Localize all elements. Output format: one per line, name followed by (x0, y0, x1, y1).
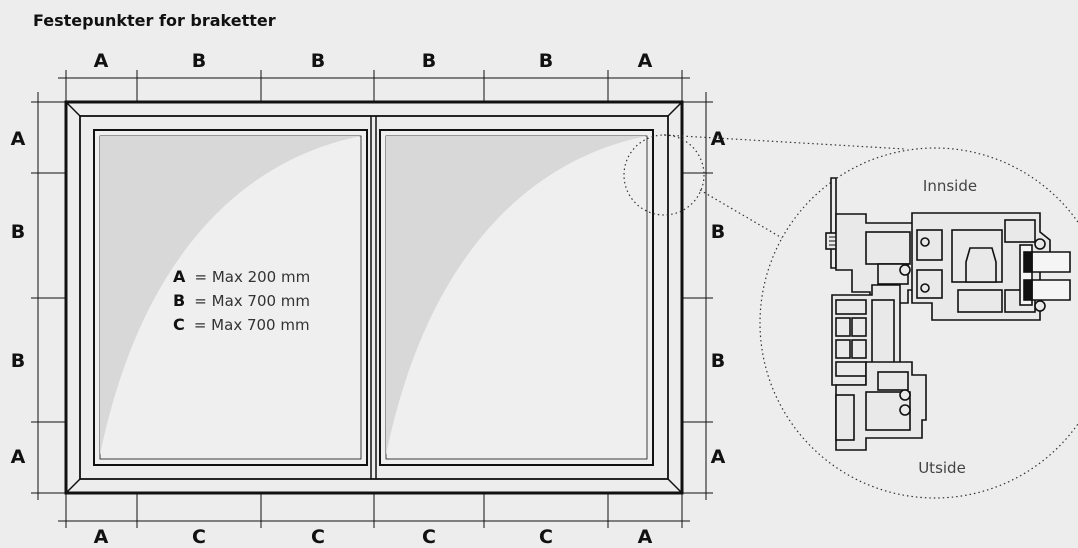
detail-callout (623, 134, 1078, 499)
legend-text-c: = Max 700 mm (194, 316, 310, 334)
legend-item-a: A = Max 200 mm (173, 267, 310, 286)
dim-label-bottom-1: A (94, 526, 109, 548)
dim-label-top-2: B (192, 50, 206, 72)
left-sash (93, 129, 368, 466)
dim-label-bottom-3: C (311, 526, 325, 548)
glass-reflection-left (100, 136, 361, 455)
dim-label-right-2: B (711, 221, 725, 243)
dim-label-left-2: B (11, 221, 25, 243)
dimension-labels-top: A B B B B A (94, 50, 653, 72)
detail-magnifier-circle (759, 147, 1078, 499)
dim-label-left-4: A (11, 446, 26, 468)
dim-label-right-1: A (711, 128, 726, 150)
legend-item-c: C = Max 700 mm (173, 315, 310, 334)
dim-label-left-3: B (11, 350, 25, 372)
legend-text-a: = Max 200 mm (194, 268, 310, 286)
legend: A = Max 200 mm B = Max 700 mm C = Max 70… (173, 267, 310, 334)
dim-label-bottom-2: C (192, 526, 206, 548)
dim-label-top-5: B (539, 50, 553, 72)
dim-label-top-4: B (422, 50, 436, 72)
dim-label-bottom-4: C (422, 526, 436, 548)
legend-key-c: C (173, 315, 185, 334)
right-sash (379, 129, 654, 466)
dimension-labels-right: A B B A (711, 128, 726, 468)
glass-reflection-right (386, 136, 647, 455)
dim-label-bottom-5: C (539, 526, 553, 548)
legend-text-b: = Max 700 mm (194, 292, 310, 310)
dim-label-top-3: B (311, 50, 325, 72)
diagram-title: Festepunkter for braketter (33, 11, 276, 30)
small-callout-circle (623, 134, 705, 216)
center-mullion (370, 116, 377, 479)
profile-cross-section (825, 177, 1071, 451)
legend-item-b: B = Max 700 mm (173, 291, 310, 310)
dim-label-right-4: A (711, 446, 726, 468)
legend-key-b: B (173, 291, 185, 310)
dim-label-bottom-6: A (638, 526, 653, 548)
dim-label-left-1: A (11, 128, 26, 150)
inside-label: Innside (923, 177, 977, 195)
dim-label-right-3: B (711, 350, 725, 372)
dim-label-top-6: A (638, 50, 653, 72)
dimension-labels-left: A B B A (11, 128, 26, 468)
dimension-labels-bottom: A C C C C A (94, 526, 653, 548)
outside-label: Utside (918, 459, 966, 477)
dim-label-top-1: A (94, 50, 109, 72)
legend-key-a: A (173, 267, 186, 286)
